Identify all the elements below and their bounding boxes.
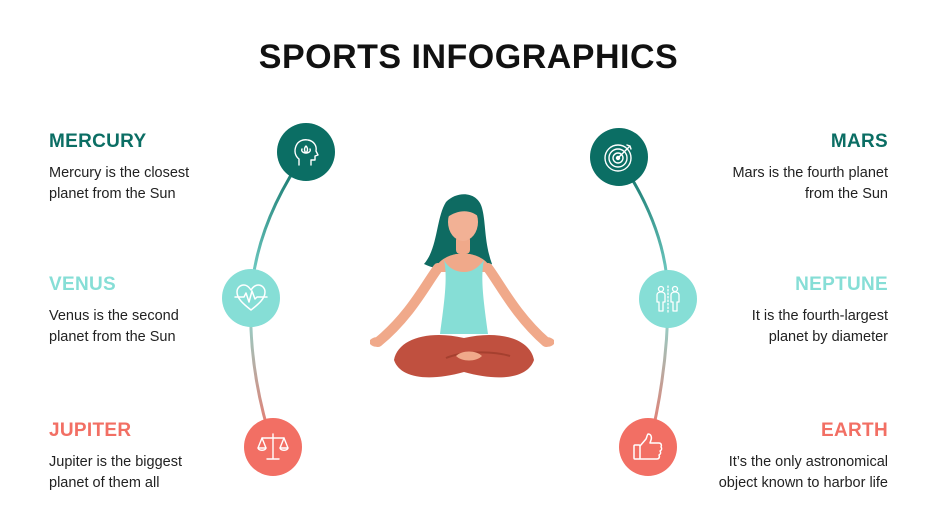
circle-earth (619, 418, 677, 476)
item-text: Mercury is the closest planet from the S… (49, 165, 190, 202)
thumbs-up-icon (633, 433, 663, 460)
item-mercury: MERCURY Mercury is the closest planet fr… (49, 131, 279, 205)
item-jupiter: JUPITER Jupiter is the biggest planet of… (49, 420, 279, 494)
item-text: Mars is the fourth planet from the Sun (732, 165, 888, 202)
scale-icon (257, 433, 289, 460)
target-icon (604, 144, 632, 172)
circle-jupiter (244, 418, 302, 476)
people-icon (656, 285, 680, 313)
item-text: Jupiter is the biggest planet of them al… (49, 454, 182, 491)
item-text: Venus is the second planet from the Sun (49, 308, 179, 345)
item-venus: VENUS Venus is the second planet from th… (49, 274, 279, 348)
item-title: NEPTUNE (795, 274, 888, 295)
meditating-woman-illustration (370, 194, 554, 378)
item-title: VENUS (49, 274, 116, 295)
page-title: SPORTS INFOGRAPHICS (258, 38, 679, 76)
circle-mercury (277, 123, 335, 181)
item-title: EARTH (821, 420, 888, 441)
circle-mars (590, 128, 648, 186)
circle-venus (222, 269, 280, 327)
item-title: JUPITER (49, 420, 132, 441)
item-neptune: NEPTUNE It is the fourth-largest planet … (658, 274, 888, 348)
item-text: It’s the only astronomical object known … (718, 454, 888, 491)
item-mars: MARS Mars is the fourth planet from the … (658, 131, 888, 205)
item-earth: EARTH It’s the only astronomical object … (658, 420, 888, 494)
head-lotus-icon (294, 139, 319, 166)
item-title: MERCURY (49, 131, 147, 152)
item-text: It is the fourth-largest planet by diame… (751, 308, 888, 345)
item-title: MARS (830, 131, 888, 152)
circle-neptune (639, 270, 697, 328)
heart-pulse-icon (234, 284, 268, 311)
